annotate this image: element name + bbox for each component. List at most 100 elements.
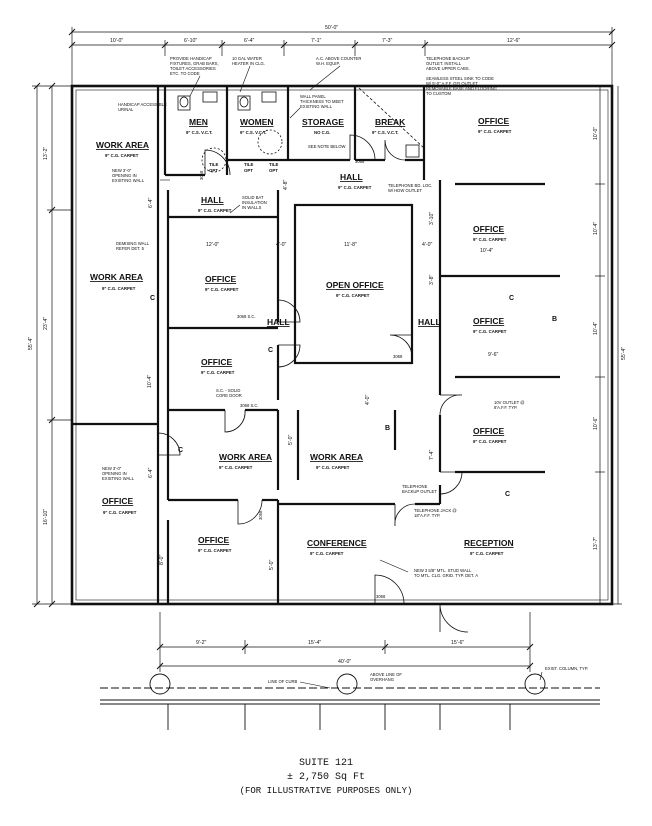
svg-text:10 GAL WATER: 10 GAL WATER [232,56,262,61]
dim-int-17: 5'-0" [269,560,275,570]
door-tags: 3068 3068 3068 S.C. 3068 S.C. 3068 3068 … [199,159,403,599]
dim-overall: 50'-0" [325,25,338,31]
dim-bottom-2: 15'-4" [308,640,321,646]
room-office-left: OFFICE [102,496,133,506]
dim-int-15: 4'-0" [365,395,371,405]
svg-text:TO CUSTOM: TO CUSTOM [426,91,451,96]
svg-text:THICKNESS TO MEET: THICKNESS TO MEET [300,99,344,104]
svg-text:18"A.F.F. TYP.: 18"A.F.F. TYP. [414,513,440,518]
note-new-stud-wall: NEW 3 5/8" MTL. STUD WALL TO MTL. CLG. G… [414,568,478,578]
leader-lines [160,65,543,689]
svg-text:9" C.G. CARPET: 9" C.G. CARPET [470,551,504,556]
svg-text:ABOVE LINE OF: ABOVE LINE OF [370,672,402,677]
column-right [524,673,546,695]
room-reception: RECEPTION [464,538,514,548]
door-tag-2: 3068 [355,159,365,164]
note-demising-wall: DEMISING WALL REFER DET. 5 [116,241,150,251]
note-telephone-backup-outlet: TELEPHONE BACKUP OUTLET [402,484,437,494]
dimension-lines [32,27,622,672]
svg-text:9" C.S. V.C.T.: 9" C.S. V.C.T. [240,130,266,135]
dim-int-8: 6'-4" [148,468,154,478]
annotation-notes: PROVIDE HANDICAP FIXTURES, GRAB BARS, TO… [102,56,588,684]
svg-text:INSULATION: INSULATION [242,200,267,205]
door-tag-4: 3068 S.C. [240,403,259,408]
svg-text:ETC. TO CODE: ETC. TO CODE [170,71,200,76]
dim-right-1: 10'-0" [593,127,599,140]
svg-text:9" C.G. CARPET: 9" C.G. CARPET [316,465,350,470]
svg-text:SEAMLESS STEEL SINK TO CODE: SEAMLESS STEEL SINK TO CODE [426,76,494,81]
svg-text:OPT: OPT [209,168,218,173]
dim-int-16: 8'-0" [159,555,165,565]
dim-bottom-1: 9'-2" [196,640,206,646]
site-elements [100,673,600,730]
marker-b2: B [385,425,390,432]
dim-int-6: 9'-6" [488,352,498,358]
room-hall-right: HALL [418,317,441,327]
svg-text:NO C.G.: NO C.G. [314,130,330,135]
dim-int-11: 7'-4" [429,450,435,460]
room-conference: CONFERENCE [307,538,367,548]
tile-3: TILE [269,162,278,167]
dim-right-2: 10'-4" [593,222,599,235]
tile-1: TILE [209,162,218,167]
marker-c5: C [505,491,510,498]
dim-int-13: 3'-8" [429,275,435,285]
marker-c4: C [509,295,514,302]
room-office-c2: OFFICE [201,357,232,367]
note-exist-column: EXIST. COLUMN, TYP. [545,666,588,671]
dim-int-10: 10'-4" [147,375,153,388]
dim-int-1: 12'-0" [206,242,219,248]
svg-text:S.C. - SOLID: S.C. - SOLID [216,388,240,393]
dim-top-2: 6'-10" [184,38,197,44]
svg-text:10V OUTLET @: 10V OUTLET @ [494,400,524,405]
svg-text:FIXTURES, GRAB BARS,: FIXTURES, GRAB BARS, [170,61,219,66]
svg-text:OPT: OPT [269,168,278,173]
svg-text:HEATER IN CLG.: HEATER IN CLG. [232,61,265,66]
note-telephone-backup: TELEPHONE BACKUP OUTLET. INSTALL ABOVE U… [426,56,470,71]
dim-top-4: 7'-1" [311,38,321,44]
svg-text:NEW 3'-0": NEW 3'-0" [112,168,132,173]
room-work-area-1: WORK AREA [96,140,149,150]
svg-text:9" C.G. CARPET: 9" C.G. CARPET [473,329,507,334]
caption-area: ± 2,750 Sq Ft [286,772,365,783]
marker-c2: C [268,347,273,354]
svg-text:WALL PANEL: WALL PANEL [300,94,326,99]
svg-text:9" C.G. CARPET: 9" C.G. CARPET [105,153,139,158]
svg-text:NEW 3'-0": NEW 3'-0" [102,466,122,471]
floor-plan: C C C C B B C 50'-0" 10'-0" 6'-10" 6'-4"… [28,25,627,730]
room-work-area-2: WORK AREA [90,272,143,282]
dim-top-6: 12'-6" [507,38,520,44]
room-hall-mid: HALL [267,317,290,327]
note-telephone-board: TELEPHONE BD. LOC. W/ HDW OUTLET [388,183,432,193]
dim-int-7: 6'-4" [148,198,154,208]
door-tag-7: 3068 [258,510,263,520]
dim-int-5: 10'-4" [480,248,493,254]
room-office-c1: OFFICE [205,274,236,284]
svg-text:9" C.G. CARPET: 9" C.G. CARPET [198,208,232,213]
note-ac-counter: A.C. ABOVE COUNTER W.H. EQUIP. [316,56,361,66]
room-office-r1: OFFICE [478,116,509,126]
svg-text:9" C.G. CARPET: 9" C.G. CARPET [205,287,239,292]
door-tag-6: 3068 [376,594,386,599]
dim-right-4: 10'-6" [593,417,599,430]
room-labels: MEN 9" C.S. V.C.T. WOMEN 9" C.S. V.C.T. … [90,116,514,556]
note-new-opening-2: NEW 3'-0" OPENING IN EXISTING WALL [102,466,135,481]
dim-top-1: 10'-0" [110,38,123,44]
dim-top-3: 6'-4" [244,38,254,44]
dim-int-9: 4'-8" [283,180,289,190]
svg-text:NEW 3 5/8" MTL. STUD WALL: NEW 3 5/8" MTL. STUD WALL [414,568,472,573]
svg-text:DEMISING WALL: DEMISING WALL [116,241,150,246]
note-line-of-curb: LINE OF CURB [268,679,298,684]
dim-left-1: 13'-2" [43,147,49,160]
note-110v-outlet: 10V OUTLET @ 8'A.F.F. TYP. [494,400,524,410]
column-center [336,673,358,695]
svg-text:9" C.G. CARPET: 9" C.G. CARPET [478,129,512,134]
note-seamless-sink: SEAMLESS STEEL SINK TO CODE W/ 5'-0" A.F… [426,76,497,96]
door-tag-3: 3068 S.C. [237,314,256,319]
svg-text:PROVIDE HANDICAP: PROVIDE HANDICAP [170,56,212,61]
svg-text:W/ 5'-0" A.F.F. GFI OUTLET: W/ 5'-0" A.F.F. GFI OUTLET [426,81,478,86]
svg-text:9" C.G. CARPET: 9" C.G. CARPET [102,286,136,291]
dim-right-3: 10'-4" [593,322,599,335]
room-storage: STORAGE [302,117,344,127]
tile-2: TILE [244,162,253,167]
